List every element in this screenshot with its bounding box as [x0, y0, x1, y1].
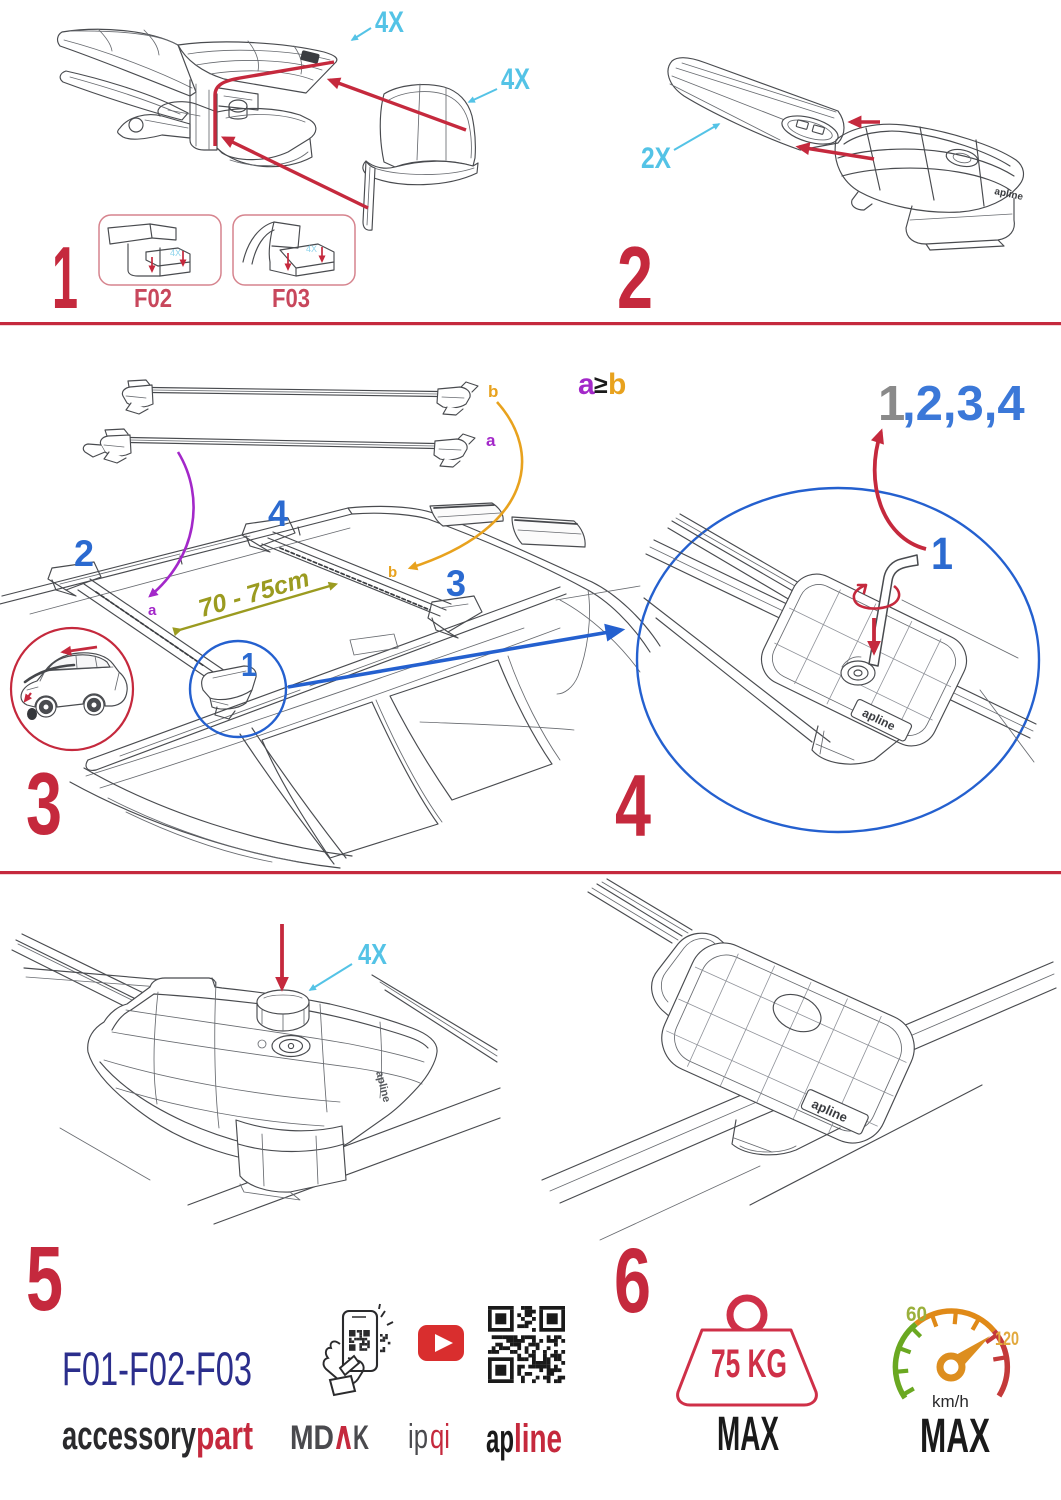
svg-text:2: 2: [617, 228, 653, 327]
svg-text:a: a: [486, 431, 496, 450]
svg-text:4X: 4X: [358, 939, 388, 971]
svg-text:4X: 4X: [501, 63, 530, 96]
svg-text:K: K: [353, 1419, 369, 1457]
svg-text:3: 3: [26, 754, 62, 853]
svg-text:1: 1: [52, 228, 78, 327]
svg-text:a: a: [148, 602, 157, 619]
svg-text:b: b: [388, 564, 397, 581]
svg-text:4X: 4X: [375, 6, 404, 39]
svg-text:120: 120: [995, 1329, 1019, 1350]
svg-text:qi: qi: [430, 1418, 450, 1456]
svg-text:F01-F02-F03: F01-F02-F03: [62, 1342, 252, 1395]
svg-text:4X: 4X: [306, 244, 317, 254]
svg-text:ap: ap: [486, 1417, 514, 1461]
svg-text:ip: ip: [408, 1418, 428, 1456]
svg-text:part: part: [196, 1414, 253, 1458]
svg-text:,2,3,4: ,2,3,4: [902, 377, 1025, 431]
svg-text:b: b: [488, 382, 498, 401]
svg-text:km/h: km/h: [932, 1392, 969, 1411]
svg-text:1: 1: [931, 528, 953, 579]
svg-text:70 - 75cm: 70 - 75cm: [195, 564, 312, 623]
svg-text:2: 2: [74, 533, 94, 574]
svg-text:1: 1: [241, 646, 257, 683]
svg-text:4: 4: [268, 493, 288, 534]
svg-text:5: 5: [26, 1228, 63, 1330]
svg-text:1: 1: [878, 377, 905, 431]
svg-text:4: 4: [615, 756, 651, 855]
svg-text:F03: F03: [272, 283, 310, 313]
svg-text:accessory: accessory: [62, 1414, 197, 1458]
svg-text:6: 6: [614, 1230, 651, 1332]
svg-text:MD: MD: [290, 1419, 334, 1457]
svg-text:2X: 2X: [641, 142, 671, 175]
svg-text:4X: 4X: [170, 248, 181, 258]
svg-text:MAX: MAX: [920, 1410, 990, 1463]
svg-text:b: b: [608, 368, 626, 401]
svg-text:a: a: [578, 368, 595, 401]
svg-text:3: 3: [446, 563, 466, 604]
svg-text:≥: ≥: [594, 371, 608, 399]
svg-text:line: line: [514, 1417, 562, 1461]
svg-text:MAX: MAX: [717, 1408, 779, 1461]
svg-text:75 KG: 75 KG: [711, 1342, 787, 1386]
svg-text:60: 60: [906, 1303, 927, 1326]
svg-text:F02: F02: [134, 283, 172, 313]
svg-text:apline: apline: [993, 186, 1024, 203]
